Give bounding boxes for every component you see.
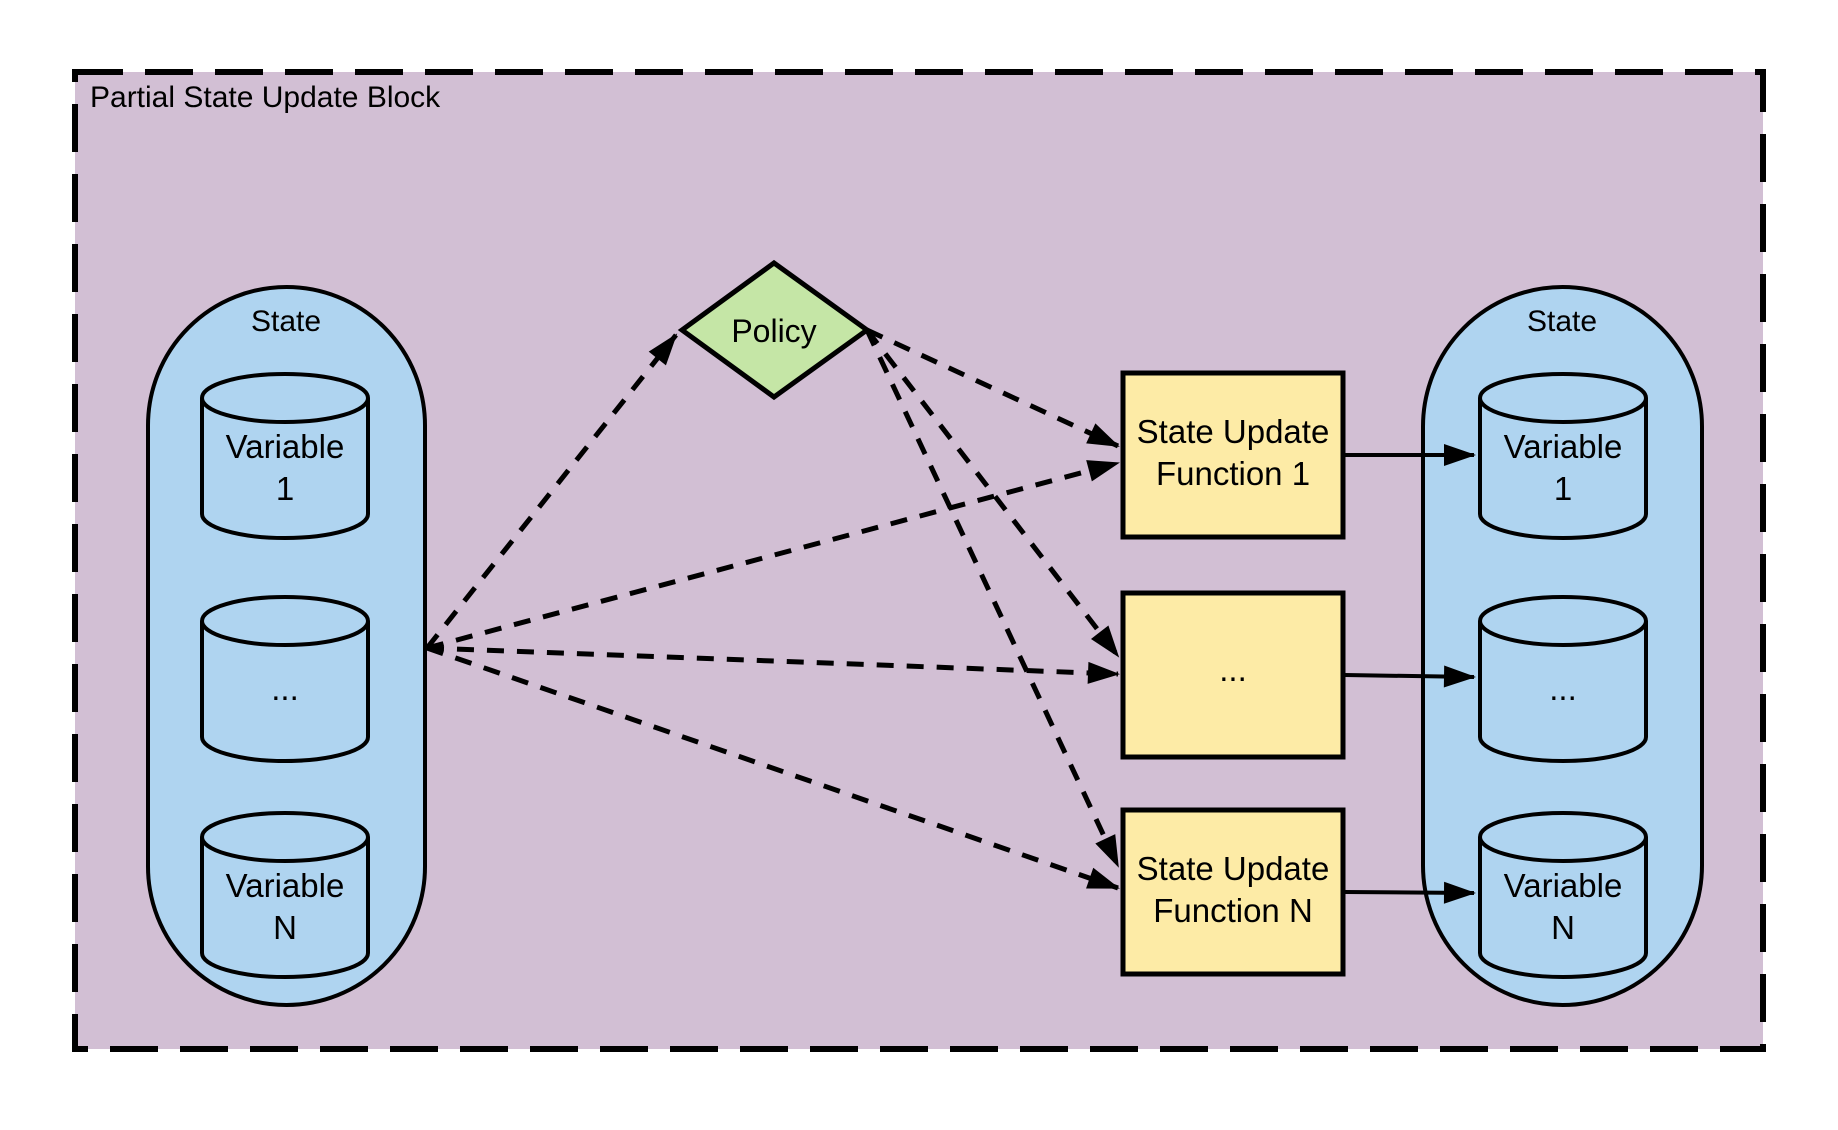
dashed-arrow-state-to-function-ellipsis bbox=[426, 645, 1120, 684]
right-variable-ellipsis-label: ... bbox=[1549, 670, 1577, 707]
policy-node: Policy bbox=[677, 259, 872, 401]
solid-arrow-function-ellipsis-to-variable-ellipsis bbox=[1344, 665, 1476, 688]
function-1-label-line2: Function 1 bbox=[1156, 455, 1310, 492]
left-variable-ellipsis-label: ... bbox=[271, 670, 299, 707]
left-variable-1-cylinder: Variable 1 bbox=[200, 372, 370, 540]
dashed-arrow-policy-to-function-1 bbox=[865, 327, 1120, 449]
dashed-arrow-state-to-policy bbox=[425, 333, 678, 650]
right-variable-1-label-line2: 1 bbox=[1554, 470, 1572, 507]
function-1-label-line1: State Update bbox=[1137, 413, 1330, 450]
dashed-arrow-policy-to-function-n bbox=[864, 328, 1121, 868]
function-n-label-line2: Function N bbox=[1153, 892, 1313, 929]
function-ellipsis-label: ... bbox=[1219, 651, 1247, 688]
left-variable-1-label-line2: 1 bbox=[276, 470, 294, 507]
right-variable-ellipsis-cylinder: ... bbox=[1478, 595, 1648, 763]
solid-arrow-function-n-to-variable-n bbox=[1344, 881, 1476, 904]
dashed-arrow-state-to-function-n bbox=[426, 645, 1120, 891]
left-variable-n-cylinder: Variable N bbox=[200, 811, 370, 979]
right-variable-n-label-line1: Variable bbox=[1504, 867, 1623, 904]
state-update-function-1-node: State Update Function 1 bbox=[1120, 370, 1346, 540]
right-state-label: State bbox=[1527, 305, 1597, 338]
policy-label: Policy bbox=[731, 313, 816, 349]
dashed-arrow-policy-to-function-ellipsis bbox=[865, 328, 1120, 658]
function-n-label-line1: State Update bbox=[1137, 850, 1330, 887]
block-title: Partial State Update Block bbox=[90, 81, 441, 114]
left-state-label: State bbox=[251, 305, 321, 338]
right-variable-1-cylinder: Variable 1 bbox=[1478, 372, 1648, 540]
state-update-function-n-node: State Update Function N bbox=[1120, 807, 1346, 977]
right-variable-n-cylinder: Variable N bbox=[1478, 811, 1648, 979]
left-variable-ellipsis-cylinder: ... bbox=[200, 595, 370, 763]
right-variable-n-label-line2: N bbox=[1551, 909, 1575, 946]
state-update-function-ellipsis-node: ... bbox=[1120, 590, 1346, 760]
left-variable-n-label-line2: N bbox=[273, 909, 297, 946]
policy-diamond bbox=[677, 259, 872, 401]
right-variable-1-label-line1: Variable bbox=[1504, 428, 1623, 465]
left-variable-n-label-line1: Variable bbox=[226, 867, 345, 904]
left-variable-1-label-line1: Variable bbox=[226, 428, 345, 465]
